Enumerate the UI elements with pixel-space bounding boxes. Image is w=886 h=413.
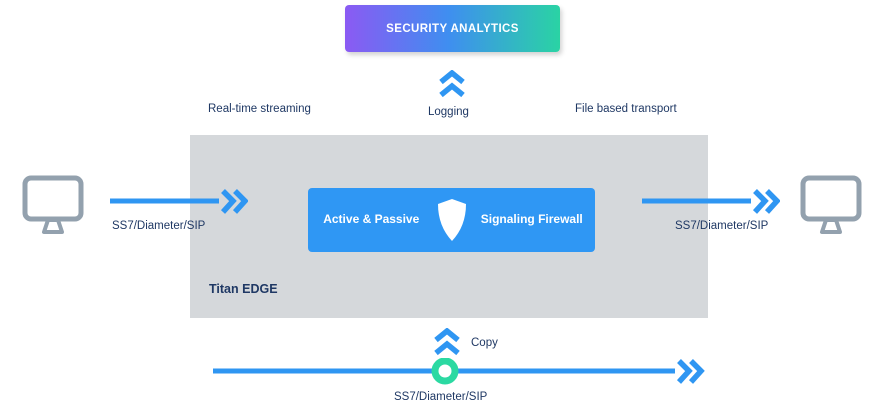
file-transport-label: File based transport <box>575 103 677 115</box>
security-analytics-banner: SECURITY ANALYTICS <box>345 5 560 52</box>
copy-label: Copy <box>471 337 498 349</box>
realtime-streaming-label: Real-time streaming <box>208 103 311 115</box>
logging-label: Logging <box>428 106 469 118</box>
inbound-arrow <box>110 189 248 214</box>
firewall-mode-label: Active & Passive <box>323 212 420 227</box>
titan-edge-title: Titan EDGE <box>209 282 278 296</box>
shield-icon <box>437 199 466 241</box>
monitor-left-icon <box>22 175 84 234</box>
copy-chevron-up-icon <box>434 328 460 356</box>
firewall-name-label: Signaling Firewall <box>480 212 583 227</box>
protocol-label-right: SS7/Diameter/SIP <box>675 220 769 232</box>
protocol-label-bottom: SS7/Diameter/SIP <box>394 391 488 403</box>
copy-tap-node-icon <box>431 358 459 385</box>
signaling-firewall-box: Active & Passive Signaling Firewall <box>308 188 595 252</box>
bypass-arrow <box>213 358 705 385</box>
security-analytics-label: SECURITY ANALYTICS <box>386 22 519 35</box>
outbound-arrow <box>642 189 780 214</box>
logging-chevron-up-icon <box>439 70 465 98</box>
protocol-label-left: SS7/Diameter/SIP <box>112 220 206 232</box>
monitor-right-icon <box>800 175 862 234</box>
